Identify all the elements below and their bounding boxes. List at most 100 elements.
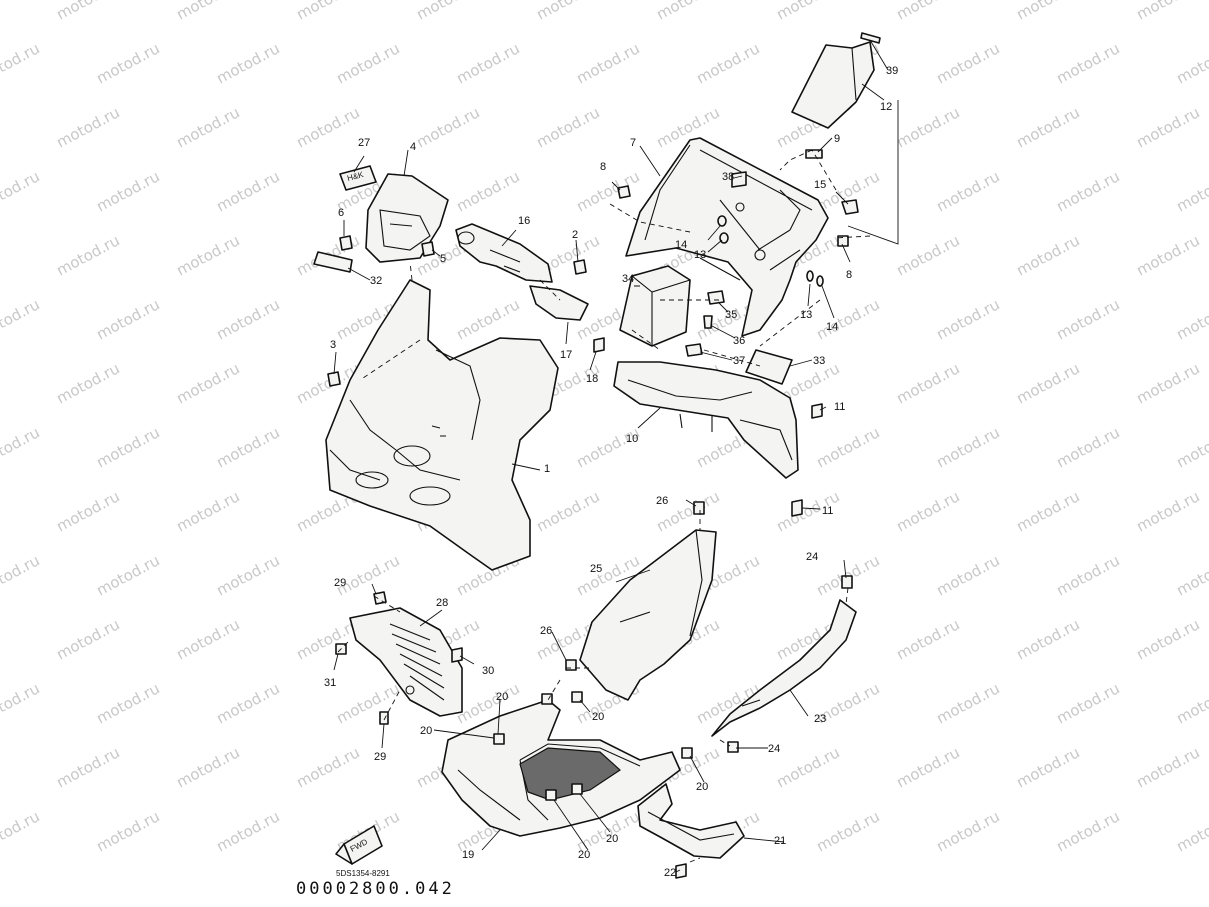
part-11-screw-a <box>811 403 823 419</box>
watermark-text: motod.ru <box>213 295 282 343</box>
callout-36: 36 <box>733 335 745 347</box>
watermark-text: motod.ru <box>0 295 43 343</box>
watermark-text: motod.ru <box>173 615 242 663</box>
watermark-text: motod.ru <box>533 103 602 151</box>
watermark-text: motod.ru <box>893 0 962 24</box>
watermark-text: motod.ru <box>173 0 242 24</box>
callout-1: 1 <box>544 463 550 475</box>
watermark-text: motod.ru <box>453 39 522 87</box>
part-26-screw-a <box>693 501 705 515</box>
watermark-text: motod.ru <box>533 0 602 24</box>
part-29-screw-b <box>379 711 389 725</box>
watermark-text: motod.ru <box>1013 103 1082 151</box>
callout-27: 27 <box>358 137 370 149</box>
watermark-text: motod.ru <box>933 679 1002 727</box>
watermark-text: motod.ru <box>0 167 43 215</box>
watermark-text: motod.ru <box>53 743 122 791</box>
watermark-text: motod.ru <box>773 743 842 791</box>
callout-11a: 11 <box>834 401 845 413</box>
callout-17: 17 <box>560 349 572 361</box>
callout-13b: 13 <box>800 309 812 321</box>
part-21-bracket <box>637 783 745 859</box>
part-15-bolt <box>841 199 859 215</box>
callout-37: 37 <box>733 355 745 367</box>
watermark-text: motod.ru <box>293 0 362 24</box>
part-32-strip <box>313 251 353 273</box>
part-1-front-cowl <box>325 279 559 571</box>
part-30-clip <box>451 647 463 663</box>
callout-20d: 20 <box>696 781 708 793</box>
part-26-screw-b <box>565 659 577 671</box>
callout-26b: 26 <box>540 625 552 637</box>
watermark-text: motod.ru <box>933 807 1002 855</box>
watermark-text: motod.ru <box>173 231 242 279</box>
part-33-sheet <box>745 349 793 385</box>
watermark-text: motod.ru <box>653 0 722 24</box>
part-13-washer-b <box>806 270 814 282</box>
part-29-screw-a <box>373 591 387 605</box>
callout-5: 5 <box>440 253 446 265</box>
watermark-text: motod.ru <box>0 487 3 535</box>
part-24-screw-a <box>841 575 853 589</box>
watermark-text: motod.ru <box>173 743 242 791</box>
watermark-text: motod.ru <box>0 39 43 87</box>
watermark-text: motod.ru <box>1173 295 1209 343</box>
callout-24b: 24 <box>768 743 780 755</box>
watermark-text: motod.ru <box>0 0 3 24</box>
watermark-text: motod.ru <box>933 167 1002 215</box>
callout-24a: 24 <box>806 551 818 563</box>
watermark-text: motod.ru <box>1053 167 1122 215</box>
watermark-text: motod.ru <box>413 0 482 24</box>
watermark-text: motod.ru <box>93 807 162 855</box>
part-16-bracket <box>455 223 553 283</box>
watermark-text: motod.ru <box>173 487 242 535</box>
watermark-text: motod.ru <box>1133 487 1202 535</box>
watermark-text: motod.ru <box>93 295 162 343</box>
callout-3: 3 <box>330 339 336 351</box>
watermark-text: motod.ru <box>1053 679 1122 727</box>
watermark-text: motod.ru <box>893 103 962 151</box>
callout-21: 21 <box>774 835 786 847</box>
part-11-screw-b <box>791 499 803 517</box>
callout-11b: 11 <box>822 505 833 517</box>
callout-13a: 13 <box>694 249 706 261</box>
watermark-text: motod.ru <box>893 743 962 791</box>
watermark-text: motod.ru <box>0 231 3 279</box>
watermark-text: motod.ru <box>1133 359 1202 407</box>
watermark-text: motod.ru <box>173 359 242 407</box>
callout-35: 35 <box>725 309 737 321</box>
watermark-text: motod.ru <box>453 167 522 215</box>
watermark-text: motod.ru <box>213 423 282 471</box>
watermark-text: motod.ru <box>53 615 122 663</box>
watermark-text: motod.ru <box>893 615 962 663</box>
watermark-text: motod.ru <box>1133 615 1202 663</box>
watermark-text: motod.ru <box>53 359 122 407</box>
callout-38: 38 <box>722 171 734 183</box>
watermark-text: motod.ru <box>1053 295 1122 343</box>
leader-lines <box>333 39 899 873</box>
part-4-emblem-panel <box>365 173 449 263</box>
callout-29b: 29 <box>374 751 386 763</box>
watermark-text: motod.ru <box>1013 743 1082 791</box>
diagram-code: 00002800.042 <box>296 879 455 899</box>
watermark-text: motod.ru <box>1053 807 1122 855</box>
watermark-text: motod.ru <box>0 103 3 151</box>
watermark-text: motod.ru <box>213 39 282 87</box>
watermark-text: motod.ru <box>1053 423 1122 471</box>
callout-14a: 14 <box>675 239 687 251</box>
part-20-clip-c <box>493 733 505 745</box>
callout-34: 34 <box>622 273 634 285</box>
watermark-text: motod.ru <box>1173 39 1209 87</box>
watermark-text: motod.ru <box>93 39 162 87</box>
callout-20f: 20 <box>578 849 590 861</box>
watermark-text: motod.ru <box>1013 615 1082 663</box>
h-label: H&K <box>346 170 365 183</box>
watermark-text: motod.ru <box>573 423 642 471</box>
watermark-text: motod.ru <box>813 423 882 471</box>
watermark-text: motod.ru <box>573 167 642 215</box>
callout-18: 18 <box>586 373 598 385</box>
watermark-text: motod.ru <box>213 807 282 855</box>
part-20-clip-f <box>571 783 583 795</box>
callout-31: 31 <box>324 677 336 689</box>
part-8-screw-a <box>617 185 631 199</box>
